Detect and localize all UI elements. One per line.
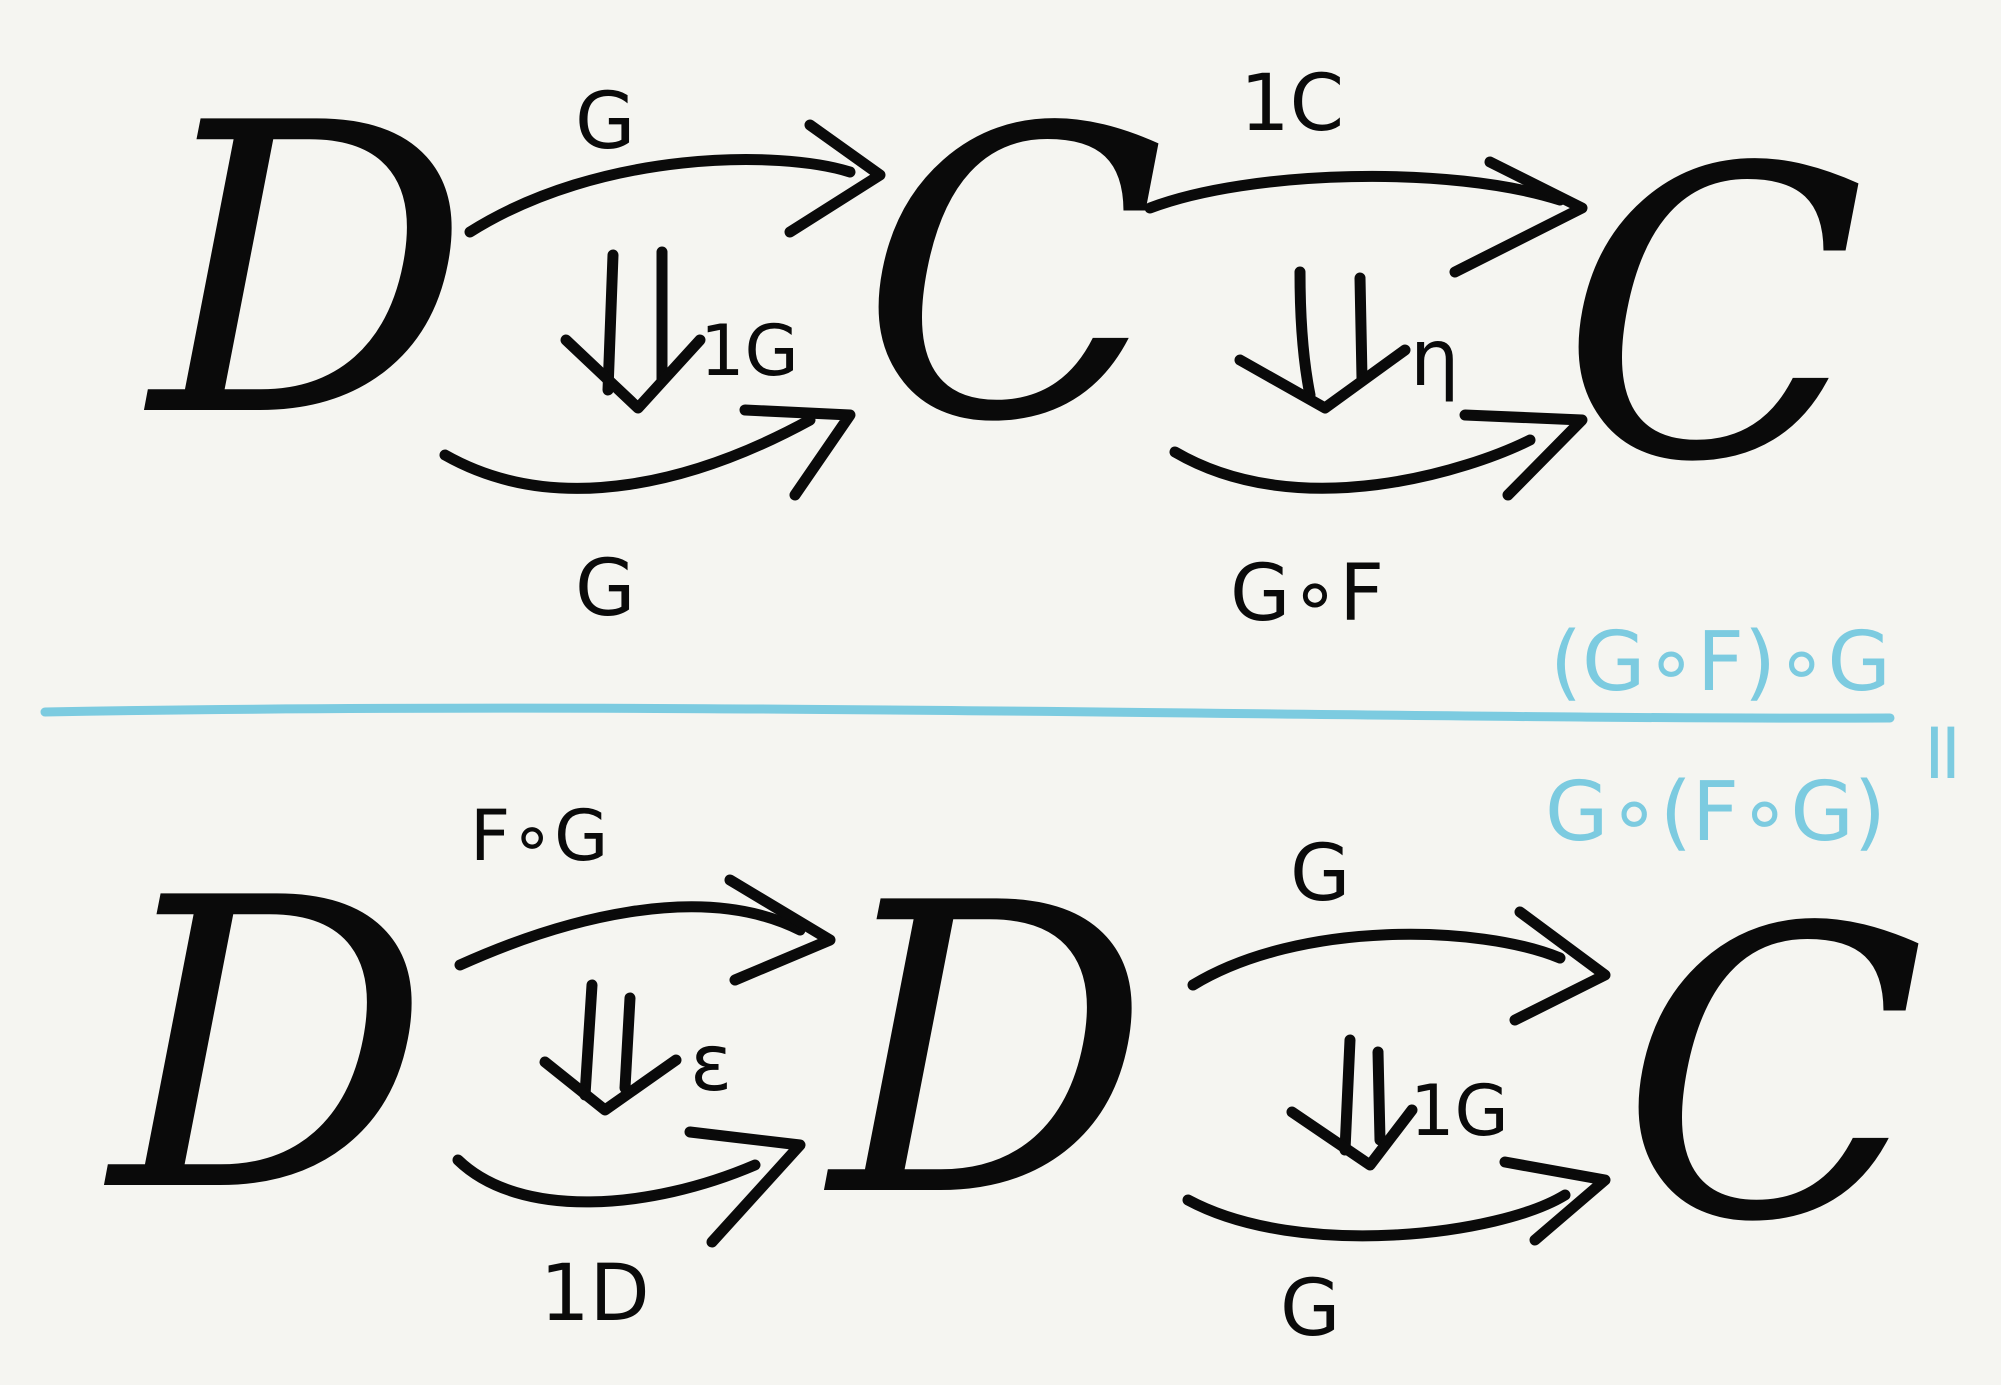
label-GF-lower-2: G∘F xyxy=(1230,549,1384,639)
top-cell-2-shaft-a xyxy=(1294,266,1316,401)
bottom-arrow-lower-1-head xyxy=(684,1126,806,1248)
bottom-arrow-lower-2-head xyxy=(1499,1156,1611,1246)
annotations: (G∘F)∘G G∘(F∘G) = xyxy=(1545,615,1992,860)
bottom-arrow-upper-1-head xyxy=(724,874,836,986)
object-C-bottom-right: C xyxy=(1620,845,1926,1310)
object-C-top-mid: C xyxy=(860,45,1166,510)
bottom-second-2cell: G G 1G xyxy=(1182,829,1611,1354)
bottom-arrow-upper-2-head xyxy=(1509,906,1611,1026)
top-arrow-lower-1 xyxy=(439,414,816,494)
label-1C-upper-2: 1C xyxy=(1240,59,1344,149)
top-first-2cell: G G 1G xyxy=(439,77,886,634)
top-arrow-upper-2-head xyxy=(1449,156,1588,278)
label-G-lower-1: G xyxy=(575,544,635,634)
object-D-bottom-left: D xyxy=(104,815,431,1280)
label-1D-lower-1: 1D xyxy=(540,1249,650,1339)
annotation-equals: = xyxy=(1897,718,1992,787)
label-cell-1G-bottom: 1G xyxy=(1410,1070,1509,1152)
bottom-cell-1-head xyxy=(539,1054,682,1116)
label-cell-1G-top: 1G xyxy=(700,310,799,392)
label-G-lower-2: G xyxy=(1280,1264,1340,1354)
bottom-row: D D C F∘G 1D ε G G xyxy=(104,795,1926,1354)
annotation-line-1: (G∘F)∘G xyxy=(1550,615,1891,710)
divider-line xyxy=(40,703,1895,723)
top-cell-2-shaft-b xyxy=(1354,272,1368,384)
label-cell-eta: η xyxy=(1410,314,1459,404)
bottom-first-2cell: F∘G 1D ε xyxy=(452,795,836,1339)
bottom-cell-2-shaft-b xyxy=(1372,1046,1386,1146)
top-second-2cell: 1C G∘F η xyxy=(1144,59,1588,639)
top-arrow-upper-1 xyxy=(464,154,856,238)
label-G-upper-2: G xyxy=(1290,829,1350,919)
object-D-top-left: D xyxy=(144,40,471,505)
top-row: D C C G G 1G 1C G∘F xyxy=(144,40,1866,639)
bottom-cell-1-shaft-b xyxy=(619,992,636,1094)
top-arrow-lower-1-head xyxy=(739,404,856,501)
object-D-bottom-mid: D xyxy=(824,820,1151,1285)
top-arrow-upper-2 xyxy=(1144,170,1566,214)
bottom-arrow-lower-2 xyxy=(1182,1189,1571,1242)
annotation-line-2: G∘(F∘G) xyxy=(1545,765,1886,860)
top-cell-1-shaft-a xyxy=(602,249,619,396)
object-C-top-right: C xyxy=(1560,85,1866,550)
top-arrow-upper-1-head xyxy=(784,119,886,238)
top-cell-2-head xyxy=(1234,344,1411,414)
label-G-upper-1: G xyxy=(575,77,635,167)
bottom-cell-2-shaft-a xyxy=(1339,1034,1356,1156)
bottom-cell-1-shaft-a xyxy=(579,979,598,1101)
top-arrow-lower-2-head xyxy=(1459,409,1588,501)
bottom-arrow-upper-1 xyxy=(454,901,806,971)
bottom-arrow-lower-1 xyxy=(452,1154,761,1208)
bottom-arrow-upper-2 xyxy=(1187,928,1566,991)
label-cell-epsilon: ε xyxy=(690,1019,732,1109)
top-arrow-lower-2 xyxy=(1169,434,1536,494)
bottom-cell-2-head xyxy=(1286,1104,1418,1171)
top-cell-1-head xyxy=(560,334,706,414)
label-FG-upper-1: F∘G xyxy=(470,795,608,877)
